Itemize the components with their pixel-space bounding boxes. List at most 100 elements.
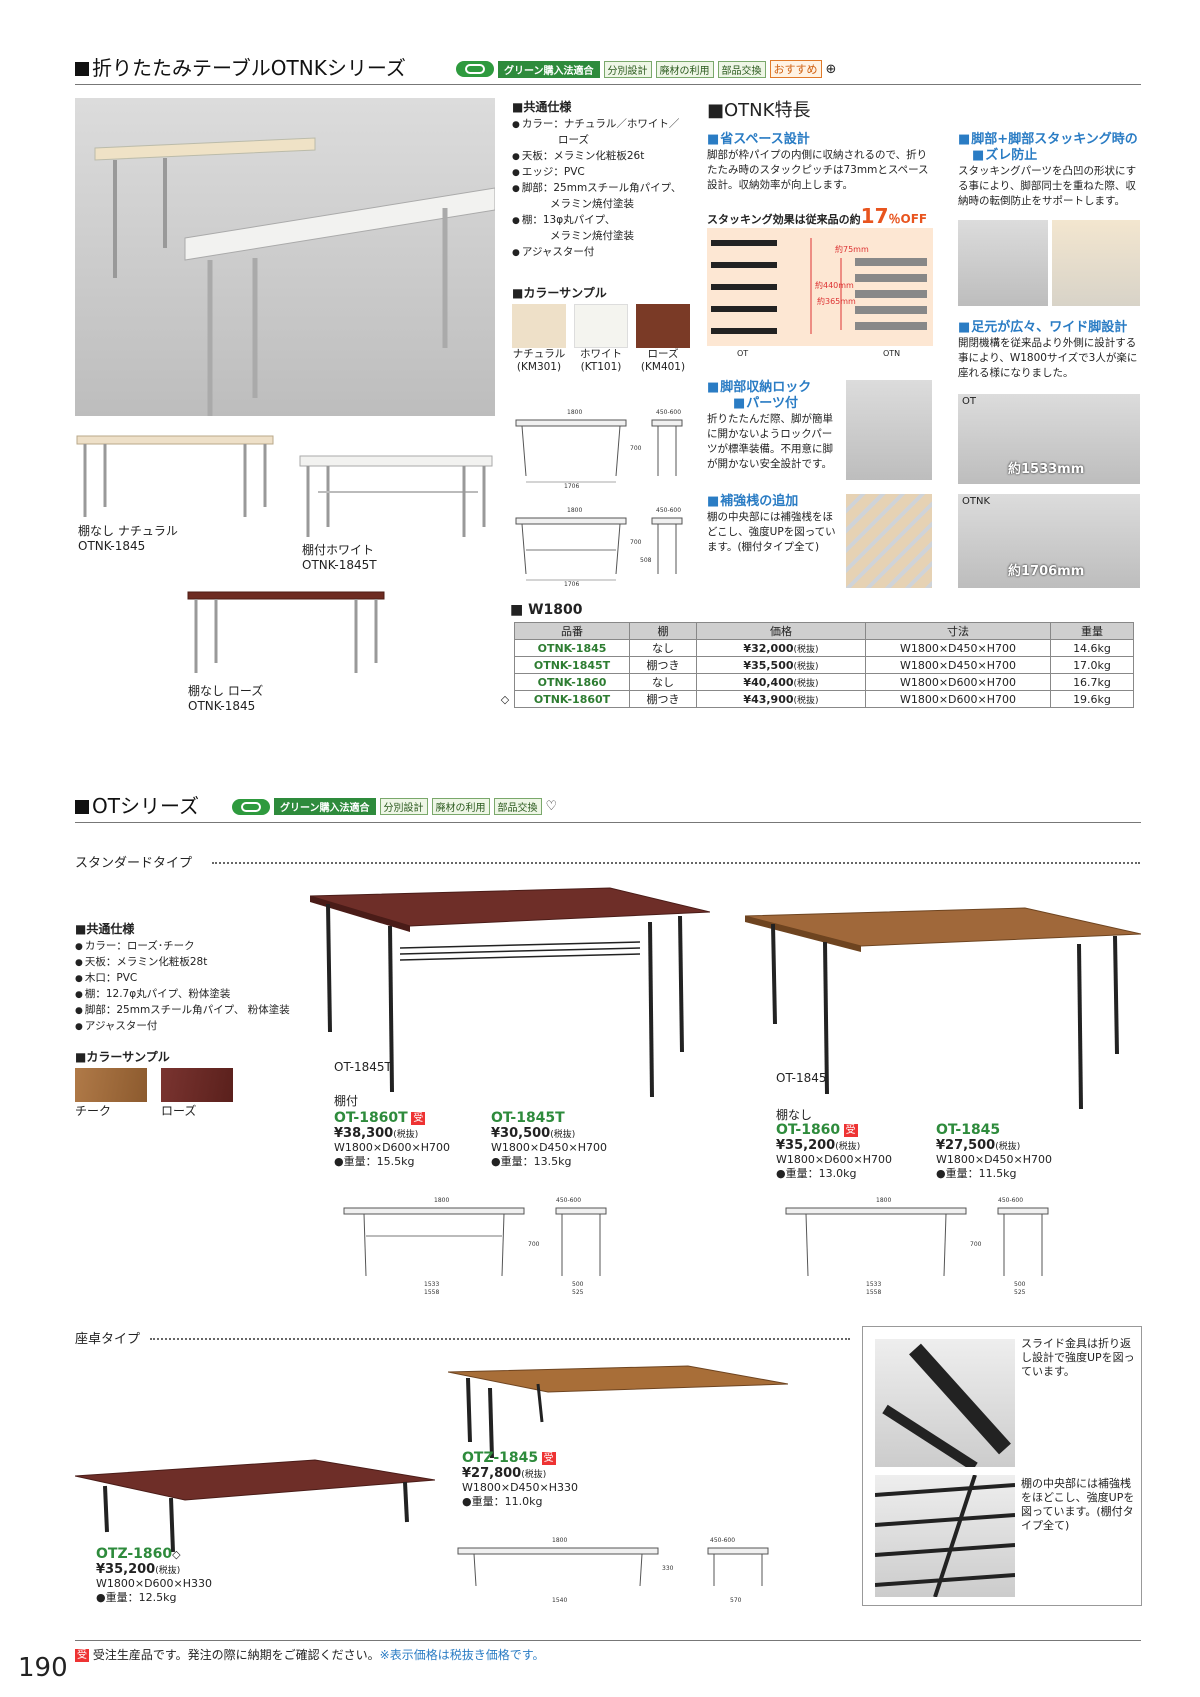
ot-title-text: OTシリーズ	[92, 794, 199, 818]
feature-stacking-slip-heading1: 脚部+脚部スタッキング時の	[958, 132, 1143, 148]
ot-noshelf-drawing-svg: 1800 700 1533 1558 450-600 500 525	[785, 1197, 1049, 1296]
made-to-order-badge: 受	[541, 1452, 556, 1465]
th-shelf: 棚	[629, 622, 697, 640]
badge-green-purchase: グリーン購入法適合	[498, 60, 600, 78]
stack-a: 約440mm	[815, 280, 854, 290]
spec-item: ローズ	[558, 134, 589, 146]
otnk-color-sample-title: ■カラーサンプル	[512, 286, 607, 300]
tax-note: (税抜)	[835, 1142, 861, 1152]
otnk-drawing-1-svg: 1800 1706 450-600 700	[515, 409, 683, 490]
spec-item: 棚：12.7φ丸パイプ、粉体塗装	[75, 987, 345, 1003]
otnk-table-heading: ■ W1800	[510, 602, 583, 618]
table-shelf-text: 棚つき	[646, 659, 680, 672]
plus-circle-icon: ⊕	[825, 61, 837, 77]
product-price: ¥30,500	[491, 1126, 551, 1141]
dim-width: 1800	[567, 507, 582, 514]
otnk-white-photo	[298, 452, 494, 542]
dim-height2: 508	[640, 557, 652, 564]
feature-space-saving: 省スペース設計 脚部が枠パイプの内側に収納されるので、折りたたみ時のスタックピッ…	[707, 132, 932, 193]
otnk-drawing-2-svg: 1800 1706 450-600 700 508	[515, 507, 683, 588]
table-size-text: W1800×D450×H700	[899, 641, 1017, 655]
table-price-text: ¥32,000	[743, 641, 794, 655]
dim-c: 500	[1014, 1281, 1026, 1288]
dim-height: 330	[662, 1565, 674, 1572]
tax-note: (税抜)	[793, 661, 819, 672]
standard-type-label: スタンダードタイプ	[75, 856, 193, 871]
product-price: ¥35,200	[776, 1138, 836, 1153]
product-otz-1845: OTZ-1845 受 ¥27,800(税抜) W1800×D450×H330 ●…	[462, 1450, 578, 1509]
title-square-icon	[75, 800, 89, 814]
table-weight-text: 17.0kg	[1073, 658, 1111, 672]
product-ot-1860t: OT-1860T 受 ¥38,300(税抜) W1800×D600×H700 ●…	[334, 1110, 450, 1169]
shelf-reinforce-text: 棚の中央部には補強桟をほどこし、強度UPを図っています。(棚付タイプ全て)	[1021, 1477, 1135, 1532]
product-ot-1845t: OT-1845T ¥30,500(税抜) W1800×D450×H700 ●重量…	[491, 1110, 607, 1169]
table-shelf: なし	[629, 639, 697, 657]
ot-section-title: OTシリーズ	[75, 790, 199, 819]
swatch-name: ナチュラル	[512, 348, 566, 360]
dim-height: 700	[528, 1241, 540, 1248]
table-price-text: ¥43,900	[743, 692, 794, 706]
table-code-text: OTNK-1860	[537, 675, 607, 689]
stacking-diagram: 約440mm 約75mm 約365mm OT OTN	[707, 228, 933, 358]
table-size: W1800×D600×H700	[865, 690, 1051, 708]
table-size-text: W1800×D600×H700	[899, 692, 1017, 706]
ot-1845-illustration	[744, 907, 1142, 1110]
badge-recommend: おすすめ	[769, 60, 822, 78]
dim-b: 1558	[866, 1289, 881, 1296]
otz-drawing-svg: 1800 330 1540 450-600 570	[457, 1537, 769, 1604]
table-weight: 19.6kg	[1050, 690, 1134, 708]
swatch-name: ローズ	[161, 1104, 197, 1118]
product-code: OTZ-1860	[96, 1546, 173, 1562]
spec-item: エッジ：PVC	[512, 165, 687, 181]
stacking-effect: スタッキング効果は従来品の約17％OFF	[707, 204, 927, 228]
product-ot-1845: OT-1845 ¥27,500(税抜) W1800×D450×H700 ●重量：…	[936, 1122, 1052, 1181]
swatch-name: チーク	[75, 1104, 112, 1118]
feature-lock-parts-heading2: パーツ付	[707, 396, 842, 412]
swatch-rose-ot: ローズ	[161, 1068, 233, 1119]
stack-c: 約75mm	[835, 244, 869, 254]
feature-space-saving-heading: 省スペース設計	[707, 132, 932, 148]
ot-rule	[75, 822, 1141, 823]
feature-lock-parts-text: 折りたたんだ際、脚が簡単に開かないようロックパーツが標準装備。不用意に脚が開かな…	[707, 413, 833, 470]
tax-note: (税抜)	[393, 1130, 419, 1140]
product-price: ¥35,200	[96, 1562, 156, 1577]
made-to-order-badge: 受	[411, 1112, 426, 1125]
ot-color-sample-title: ■カラーサンプル	[75, 1050, 170, 1064]
dim-inner: 1706	[564, 483, 579, 488]
dim-b: 1558	[424, 1289, 439, 1296]
dim-inner: 1706	[564, 581, 579, 586]
swatch-rose-ot-chip	[161, 1068, 233, 1102]
swatch-code: (KM301)	[516, 361, 562, 373]
diamond-mark: ◇	[172, 1548, 181, 1561]
table-code: OTNK-1860T	[514, 690, 630, 708]
swatch-code: (KM401)	[640, 361, 686, 373]
otz-1860-photo	[74, 1452, 436, 1553]
badge-separate-design: 分別設計	[603, 60, 652, 78]
made-to-order-badge: 受	[843, 1124, 858, 1137]
badge-green-purchase: グリーン購入法適合	[274, 798, 376, 815]
table-weight-text: 19.6kg	[1073, 692, 1111, 706]
spec-item: 天板：メラミン化粧板28t	[75, 955, 345, 971]
badge-separate-design: 分別設計	[379, 798, 428, 815]
product-size: W1800×D450×H700	[936, 1153, 1053, 1166]
tax-note: (税抜)	[995, 1142, 1021, 1152]
page-number: 190	[18, 1653, 68, 1683]
th-price: 価格	[696, 622, 866, 640]
otnk-main-photo-illustration	[94, 137, 496, 416]
stacking-parts-photo-1	[958, 220, 1048, 306]
ot-1845t-label: OT-1845T	[334, 1060, 392, 1074]
table-size: W1800×D450×H700	[865, 639, 1051, 657]
otnk-wide-width: 約1706mm	[1008, 564, 1085, 579]
product-weight: ●重量：13.5kg	[491, 1155, 572, 1168]
table-weight-text: 14.6kg	[1073, 641, 1111, 655]
otnk-wide-photo: OTNK 約1706mm	[958, 494, 1140, 588]
otnk-spec-title: ■共通仕様	[512, 100, 572, 114]
spec-item: 脚部：25mmスチール角パイプ、	[512, 181, 687, 197]
swatch-teak-chip	[75, 1068, 147, 1102]
tax-note: (税抜)	[793, 695, 819, 706]
zataku-type-label: 座卓タイプ	[75, 1332, 141, 1347]
shelf-reinforce-illustration	[874, 1474, 1016, 1598]
product-size: W1800×D450×H330	[462, 1481, 579, 1494]
